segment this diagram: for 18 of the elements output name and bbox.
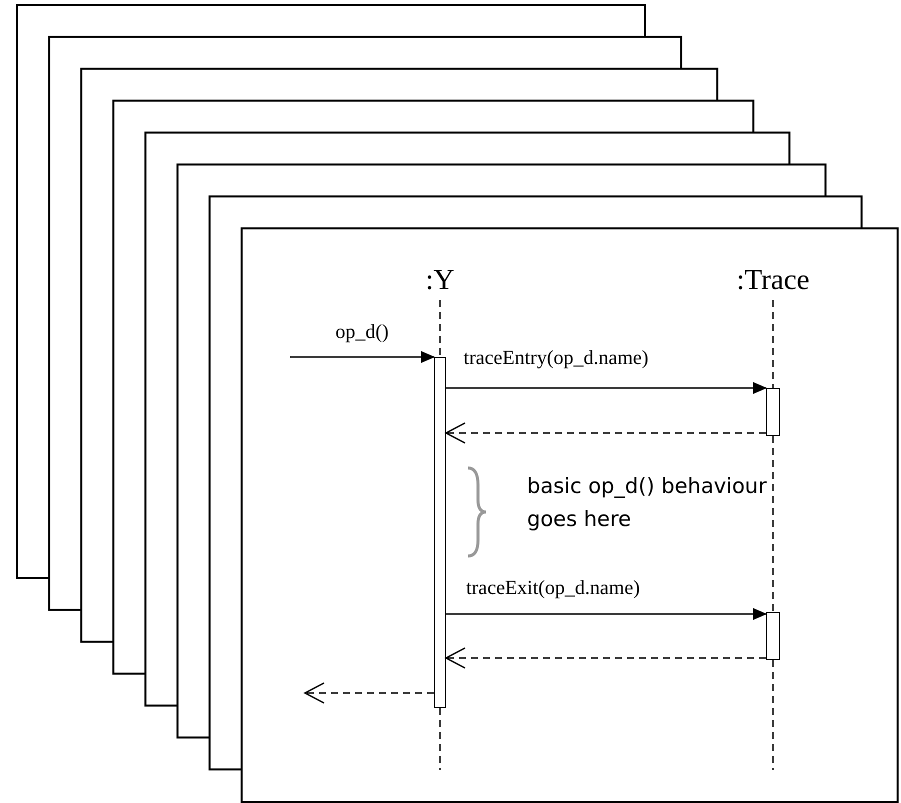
edge-label: traceEntry(op_d.name) — [464, 348, 648, 368]
return-arrow — [304, 682, 434, 704]
lifeline-label: :Y — [426, 266, 454, 295]
edge-label: op_d() — [335, 322, 389, 342]
return-arrow — [445, 422, 766, 444]
note: basic op_d() behaviour goes here — [527, 473, 768, 533]
message-arrow — [446, 608, 767, 620]
activation-bar — [766, 612, 780, 660]
lifeline-label: :Trace — [736, 266, 810, 295]
return-arrow — [445, 647, 766, 669]
lifeline — [772, 300, 774, 388]
activation-bar — [766, 388, 780, 436]
edge-label: traceExit(op_d.name) — [466, 578, 640, 598]
message-arrow — [446, 382, 767, 394]
lifeline — [772, 436, 774, 612]
lifeline — [439, 300, 441, 357]
activation-bar — [434, 357, 446, 708]
message-arrow — [290, 351, 435, 363]
